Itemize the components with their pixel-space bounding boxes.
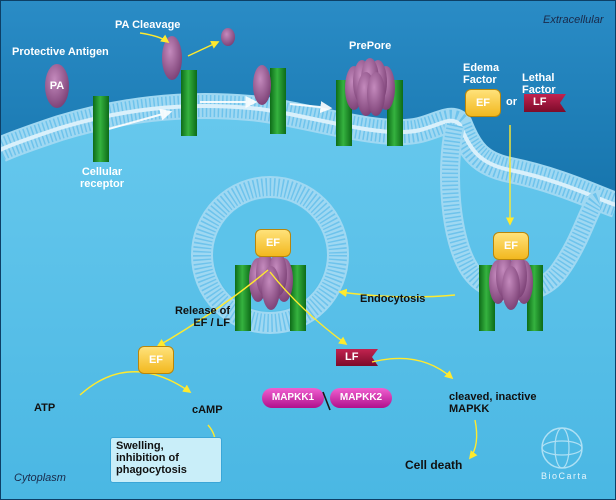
- edema-factor-pill: EF: [465, 89, 501, 117]
- mapkk1-shape: [262, 388, 324, 408]
- pa-cleaved-fragment: [221, 28, 235, 46]
- release-label: Release of EF / LF: [174, 305, 230, 329]
- cellular-receptor-1: [93, 96, 109, 162]
- edema-factor-endosome-pill: EF: [255, 229, 291, 257]
- biocarta-logo-text: BioCarta: [541, 471, 589, 481]
- pa-bound: [162, 36, 182, 80]
- swelling-label: Swelling, inhibition of phagocytosis: [116, 440, 187, 476]
- protective-antigen-free: [45, 64, 69, 108]
- atp-label: ATP: [34, 402, 56, 414]
- endosome-receptor-right: [290, 265, 306, 331]
- mapkk2-label: MAPKK2: [339, 392, 383, 403]
- extracellular-region: [0, 0, 616, 205]
- protective-antigen-label: Protective Antigen: [12, 46, 109, 58]
- prepore-heptamer: [345, 58, 395, 116]
- lethal-factor-label: Lethal Factor: [522, 72, 556, 96]
- cellular-receptor-label: Cellular receptor: [79, 166, 125, 190]
- mapkk2-shape: [330, 388, 392, 408]
- lethal-factor-cytoplasm-text: LF: [345, 351, 359, 363]
- cleaved-mapkk-label: cleaved, inactive MAPKK: [449, 391, 537, 415]
- cell-death-label: Cell death: [405, 458, 463, 472]
- endosome-receptor-left: [235, 265, 251, 331]
- cellular-receptor-3: [270, 68, 286, 134]
- cellular-receptor-2: [181, 70, 197, 136]
- biocarta-logo-mark: [541, 427, 583, 469]
- cytoplasm-label: Cytoplasm: [14, 472, 66, 484]
- edema-factor-entering-pill: EF: [493, 232, 529, 260]
- endocytosis-label: Endocytosis: [360, 293, 426, 305]
- lethal-factor-text: LF: [533, 96, 547, 108]
- or-label: or: [506, 96, 517, 108]
- camp-label: cAMP: [192, 404, 223, 416]
- lethal-factor-shape: [524, 94, 566, 112]
- pa-label: PA: [49, 80, 65, 92]
- mapkk1-label: MAPKK1: [271, 392, 315, 403]
- edema-factor-released-pill: EF: [138, 346, 174, 374]
- extracellular-label: Extracellular: [543, 14, 604, 26]
- pore-with-factor: [489, 254, 533, 310]
- prepore-label: PrePore: [349, 40, 392, 52]
- pa-cleavage-label: PA Cleavage: [115, 19, 181, 31]
- swelling-box: [110, 437, 222, 483]
- lethal-factor-cytoplasm-shape: [336, 349, 378, 366]
- endosome-pore: [249, 252, 293, 310]
- pa63-bound: [253, 65, 271, 105]
- edema-factor-label: Edema Factor: [463, 62, 500, 86]
